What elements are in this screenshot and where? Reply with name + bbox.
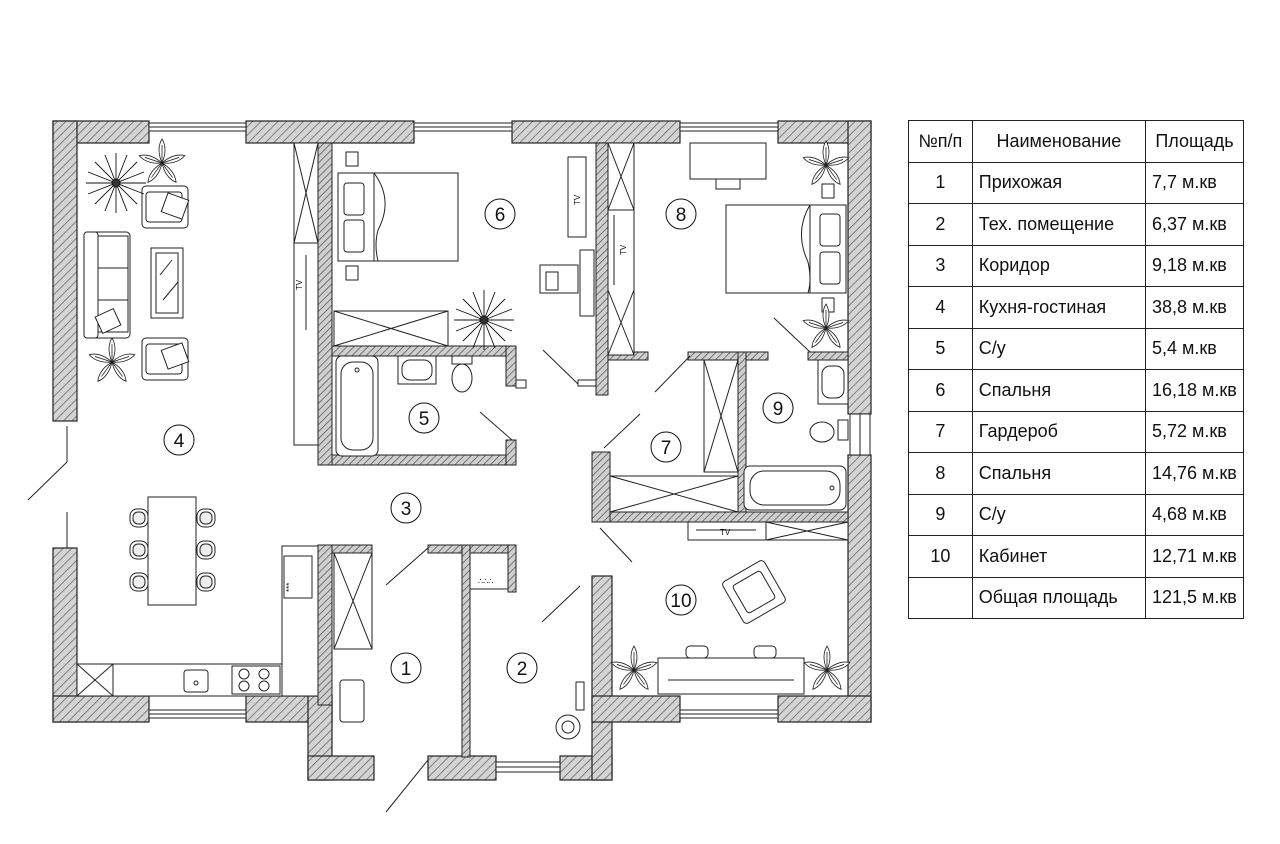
header-name: Наименование <box>971 120 1147 163</box>
row-area: 5,72 м.кв <box>1145 410 1244 453</box>
row-num: 5 <box>908 327 973 370</box>
room-marker-7 <box>650 431 682 463</box>
row-area: 7,7 м.кв <box>1145 161 1244 204</box>
room-marker-10 <box>665 584 697 616</box>
row-name: С/у <box>971 327 1147 370</box>
tv-label-living: TV <box>295 279 304 290</box>
table-header-row: №п/п Наименование Площадь <box>908 120 1244 163</box>
outer-walls <box>52 120 872 781</box>
row-name: Гардероб <box>971 410 1147 453</box>
stove-marks: *** <box>285 583 294 592</box>
row-name: С/у <box>971 493 1147 536</box>
row-num: 7 <box>908 410 973 453</box>
room-marker-8 <box>665 198 697 230</box>
tv-label-room10: TV <box>720 528 731 537</box>
room-numbers: 1 2 3 4 5 6 7 8 9 10 <box>174 205 784 680</box>
room-number-7: 7 <box>661 438 672 459</box>
room-number-4: 4 <box>174 431 185 452</box>
tv-label-room6: TV <box>573 194 582 205</box>
floor-plan: TV TV TV TV *** ∴∴∴ 1 2 3 4 5 6 7 <box>27 120 872 813</box>
room-number-2: 2 <box>517 659 528 680</box>
total-name: Общая площадь <box>971 576 1147 619</box>
heater-marks: ∴∴∴ <box>478 577 493 586</box>
row-num: 1 <box>908 161 973 204</box>
row-num: 6 <box>908 369 973 412</box>
room-number-5: 5 <box>419 409 430 430</box>
row-num: 9 <box>908 493 973 536</box>
room-marker-3 <box>390 492 422 524</box>
row-num: 4 <box>908 286 973 329</box>
room-marker-2 <box>506 652 538 684</box>
furniture <box>76 142 849 740</box>
header-area: Площадь <box>1145 120 1244 163</box>
total-area: 121,5 м.кв <box>1145 576 1244 619</box>
row-num: 3 <box>908 244 973 287</box>
row-area: 14,76 м.кв <box>1145 452 1244 495</box>
room-marker-4 <box>163 424 195 456</box>
row-name: Спальня <box>971 369 1147 412</box>
row-num: 10 <box>908 535 973 578</box>
room-number-1: 1 <box>401 659 412 680</box>
room-number-6: 6 <box>495 205 506 226</box>
tv-labels: TV TV TV TV *** ∴∴∴ <box>285 194 731 592</box>
room-marker-6 <box>484 198 516 230</box>
row-area: 12,71 м.кв <box>1145 535 1244 578</box>
row-name: Кухня-гостиная <box>971 286 1147 329</box>
doors <box>27 317 811 813</box>
interior-walls <box>317 142 849 758</box>
room-labels <box>163 198 794 684</box>
row-name: Кабинет <box>971 535 1147 578</box>
row-name: Прихожая <box>971 161 1147 204</box>
row-area: 4,68 м.кв <box>1145 493 1244 536</box>
tv-label-room8: TV <box>619 244 628 255</box>
row-area: 38,8 м.кв <box>1145 286 1244 329</box>
windows <box>148 122 871 773</box>
room-marker-5 <box>408 402 440 434</box>
room-number-9: 9 <box>773 399 784 420</box>
row-area: 6,37 м.кв <box>1145 203 1244 246</box>
row-name: Тех. помещение <box>971 203 1147 246</box>
row-num: 2 <box>908 203 973 246</box>
row-name: Спальня <box>971 452 1147 495</box>
room-marker-9 <box>762 392 794 424</box>
row-name: Коридор <box>971 244 1147 287</box>
row-num: 8 <box>908 452 973 495</box>
row-area: 16,18 м.кв <box>1145 369 1244 412</box>
row-area: 5,4 м.кв <box>1145 327 1244 370</box>
room-number-3: 3 <box>401 499 412 520</box>
total-num <box>908 576 973 619</box>
header-num: №п/п <box>908 120 973 163</box>
row-area: 9,18 м.кв <box>1145 244 1244 287</box>
room-number-8: 8 <box>676 205 687 226</box>
room-marker-1 <box>390 652 422 684</box>
room-number-10: 10 <box>670 591 691 612</box>
